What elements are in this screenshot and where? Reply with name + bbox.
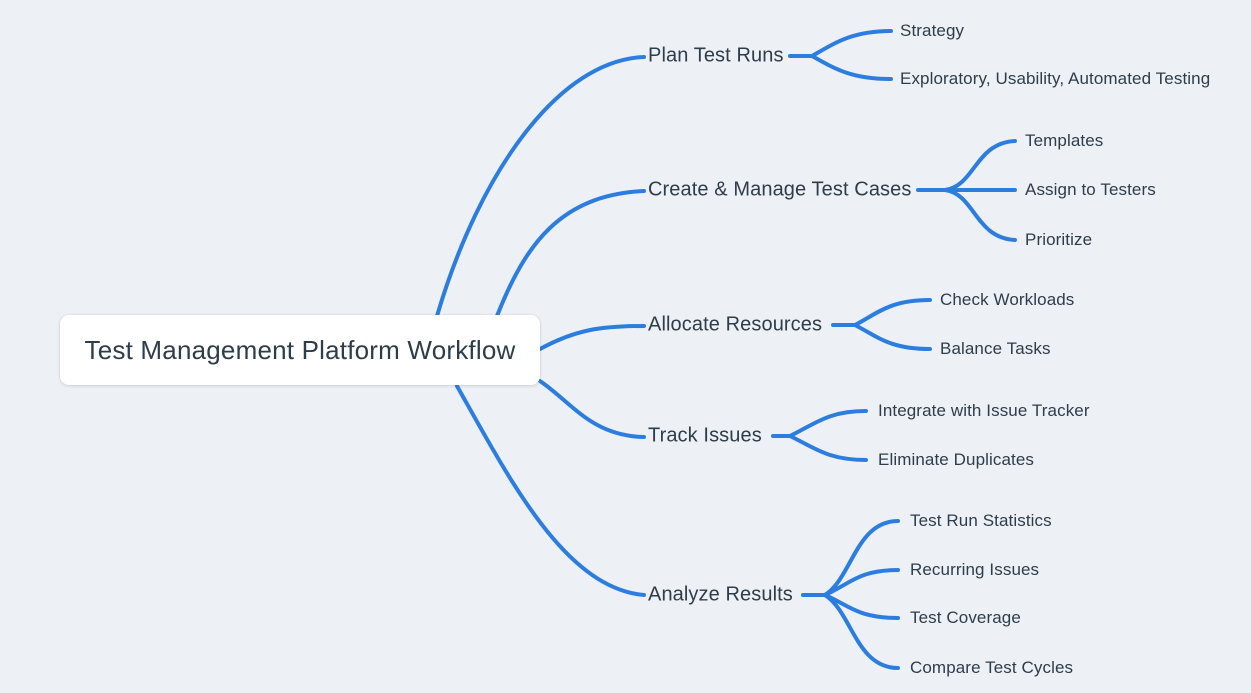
branch-create-manage-test-cases[interactable]: Create & Manage Test Cases <box>648 178 912 201</box>
edge-root-track-issues <box>538 379 646 439</box>
edge-analyze-recurring <box>823 568 900 597</box>
child-eliminate-duplicates[interactable]: Eliminate Duplicates <box>878 450 1035 469</box>
branch-analyze-results[interactable]: Analyze Results <box>648 583 793 606</box>
edge-root-plan-test-runs <box>435 55 646 318</box>
edge-plan-strategy <box>810 29 893 58</box>
edge-track-eliminate <box>788 434 868 462</box>
edge-root-allocate <box>538 324 646 351</box>
child-compare-test-cycles[interactable]: Compare Test Cycles <box>910 658 1074 677</box>
child-test-coverage[interactable]: Test Coverage <box>910 608 1021 627</box>
edge-allocate-balance <box>853 323 932 351</box>
edge-analyze-compare <box>823 593 900 670</box>
edge-root-analyze <box>455 384 646 597</box>
child-recurring-issues[interactable]: Recurring Issues <box>910 560 1040 579</box>
edge-allocate-check <box>853 298 932 327</box>
edge-track-integrate <box>788 409 868 438</box>
edge-root-create-manage <box>495 189 646 318</box>
child-assign-to-testers[interactable]: Assign to Testers <box>1025 180 1156 199</box>
root-node-label: Test Management Platform Workflow <box>84 334 516 365</box>
edge-analyze-statistics <box>823 519 900 597</box>
edge-plan-exploratory <box>810 54 893 81</box>
child-check-workloads[interactable]: Check Workloads <box>940 290 1075 309</box>
edge-create-prioritize <box>943 188 1017 242</box>
child-prioritize[interactable]: Prioritize <box>1025 230 1093 249</box>
child-strategy[interactable]: Strategy <box>900 21 965 40</box>
root-node[interactable]: Test Management Platform Workflow <box>60 315 540 385</box>
edge-create-templates <box>943 139 1017 192</box>
branch-plan-test-runs[interactable]: Plan Test Runs <box>648 44 784 67</box>
branch-track-issues[interactable]: Track Issues <box>648 424 762 447</box>
child-balance-tasks[interactable]: Balance Tasks <box>940 339 1051 358</box>
child-exploratory-usability-automated[interactable]: Exploratory, Usability, Automated Testin… <box>900 69 1211 88</box>
branch-allocate-resources[interactable]: Allocate Resources <box>648 313 823 336</box>
child-templates[interactable]: Templates <box>1025 131 1104 150</box>
child-integrate-issue-tracker[interactable]: Integrate with Issue Tracker <box>878 401 1090 420</box>
child-test-run-statistics[interactable]: Test Run Statistics <box>910 511 1052 530</box>
